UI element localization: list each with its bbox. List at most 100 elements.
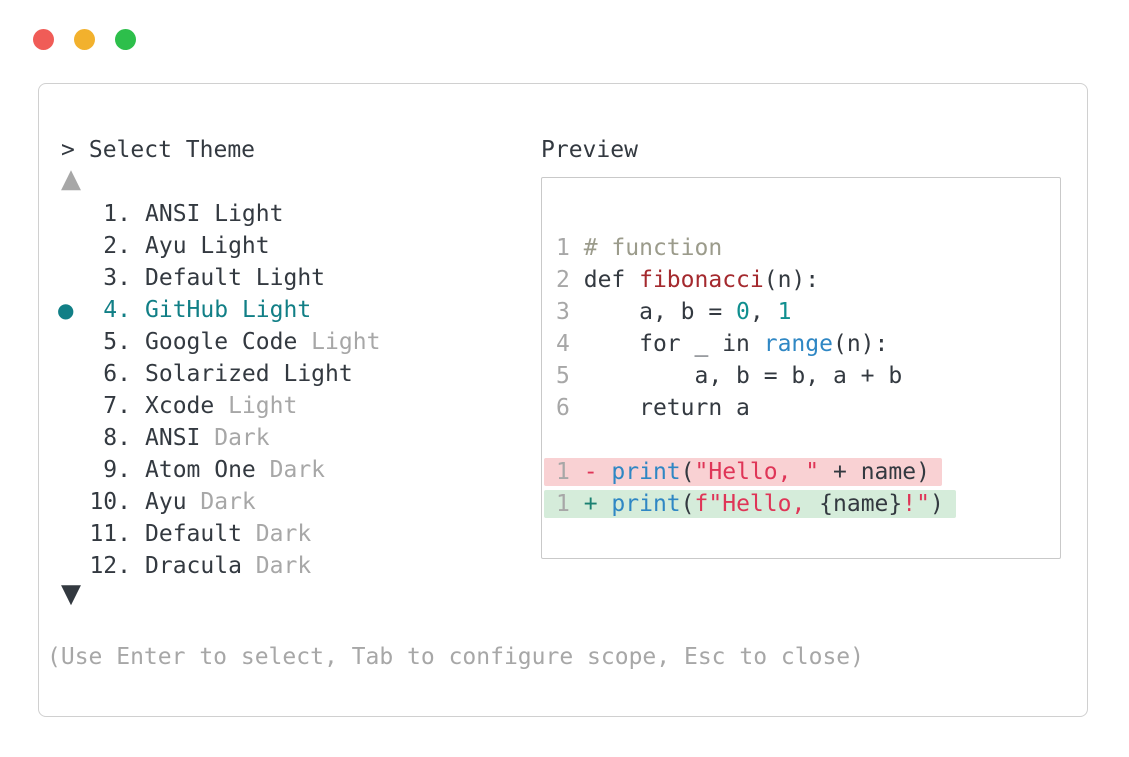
theme-variant: Light bbox=[228, 297, 312, 323]
theme-variant: Light bbox=[269, 361, 353, 387]
theme-name: Atom One bbox=[145, 457, 256, 483]
theme-option-default-dark[interactable]: 11. Default Dark bbox=[39, 518, 1087, 550]
token-text: (n): bbox=[763, 267, 820, 293]
theme-option-atom-one-dark[interactable]: 9.Atom One Dark bbox=[39, 454, 1087, 486]
dialog-title: Select Theme bbox=[88, 137, 256, 163]
token-builtin: print bbox=[611, 459, 681, 485]
theme-number: 6. bbox=[103, 361, 131, 387]
selected-item-bullet-icon: ● bbox=[57, 298, 75, 322]
line-number: 2 bbox=[556, 267, 570, 293]
code-line: 4 for _ in range(n): bbox=[556, 328, 1060, 360]
theme-number: 3. bbox=[103, 265, 131, 291]
theme-number: 7. bbox=[103, 393, 131, 419]
diff-highlight-band: 1 - print("Hello, " + name) bbox=[544, 458, 942, 486]
line-number: 1 bbox=[556, 459, 570, 485]
theme-option-xcode-light[interactable]: 7. Xcode Light bbox=[39, 390, 1087, 422]
code-line: 3 a, b = 0, 1 bbox=[556, 296, 1060, 328]
theme-name: ANSI bbox=[145, 425, 201, 451]
token-text: {name} bbox=[819, 491, 903, 517]
help-hint: (Use Enter to select, Tab to configure s… bbox=[47, 644, 864, 670]
token-plus: + bbox=[583, 491, 612, 517]
theme-name: GitHub bbox=[145, 297, 229, 323]
theme-option-dracula-dark[interactable]: 12. Dracula Dark bbox=[39, 550, 1087, 582]
scroll-up-icon[interactable]: ▲ bbox=[61, 164, 81, 194]
token-function: fibonacci bbox=[639, 267, 764, 293]
theme-variant: Light bbox=[214, 393, 298, 419]
token-string: !" bbox=[902, 491, 930, 517]
theme-variant: Light bbox=[297, 329, 381, 355]
theme-variant: Dark bbox=[241, 521, 312, 547]
line-number: 3 bbox=[556, 299, 570, 325]
token-text: ( bbox=[680, 459, 695, 485]
theme-name: Solarized bbox=[145, 361, 270, 387]
blank-line bbox=[556, 424, 1060, 456]
theme-variant: Light bbox=[200, 201, 284, 227]
token-text: , bbox=[749, 299, 778, 325]
prompt-line: > Select Theme bbox=[61, 134, 255, 166]
token-number: 1 bbox=[777, 299, 792, 325]
theme-variant: Dark bbox=[241, 553, 312, 579]
token-text: return a bbox=[583, 395, 750, 421]
theme-number: 2. bbox=[103, 233, 131, 259]
theme-number: 10. bbox=[89, 489, 131, 515]
line-number: 6 bbox=[556, 395, 570, 421]
line-number: 5 bbox=[556, 363, 570, 389]
theme-number: 11. bbox=[89, 521, 131, 547]
line-number: 1 bbox=[556, 491, 570, 517]
theme-option-ansi-light[interactable]: 1.ANSI Light bbox=[39, 198, 1087, 230]
minimize-button[interactable] bbox=[74, 29, 95, 50]
line-number: 4 bbox=[556, 331, 570, 357]
theme-variant: Dark bbox=[186, 489, 256, 515]
theme-name: Google Code bbox=[145, 329, 298, 355]
zoom-button[interactable] bbox=[115, 29, 136, 50]
theme-option-ayu-dark[interactable]: 10. Ayu Dark bbox=[39, 486, 1087, 518]
close-button[interactable] bbox=[33, 29, 54, 50]
theme-option-google-code-light[interactable]: 5. Google Code Light bbox=[39, 326, 1087, 358]
token-builtin: print bbox=[611, 491, 681, 517]
preview-label: Preview bbox=[541, 137, 638, 163]
theme-name: Ayu bbox=[145, 233, 187, 259]
theme-number: 9. bbox=[103, 457, 131, 483]
code-line: 2 def fibonacci(n): bbox=[556, 264, 1060, 296]
theme-number: 1. bbox=[103, 201, 131, 227]
theme-number: 5. bbox=[103, 329, 131, 355]
theme-name: Dracula bbox=[145, 553, 242, 579]
token-text: a, b = bbox=[583, 299, 737, 325]
theme-name: Xcode bbox=[145, 393, 215, 419]
theme-option-github-light[interactable]: ● 4. GitHub Light bbox=[39, 294, 1087, 326]
code-line: 5 a, b = b, a + b bbox=[556, 360, 1060, 392]
token-comment: # function bbox=[583, 235, 723, 261]
diff-line-added: 1 + print(f"Hello, {name}!") bbox=[544, 488, 1060, 520]
code-line: 6 return a bbox=[556, 392, 1060, 424]
theme-name: Default bbox=[145, 265, 242, 291]
theme-name: Default bbox=[145, 521, 242, 547]
token-number: 0 bbox=[736, 299, 750, 325]
token-text: (n): bbox=[832, 331, 889, 357]
diff-highlight-band: 1 + print(f"Hello, {name}!") bbox=[544, 490, 956, 518]
token-builtin: range bbox=[763, 331, 833, 357]
window-controls bbox=[33, 29, 136, 50]
scroll-down-icon[interactable]: ▼ bbox=[61, 579, 81, 609]
prompt-marker-icon: > bbox=[61, 137, 75, 163]
theme-option-ayu-light[interactable]: 2. Ayu Light bbox=[39, 230, 1087, 262]
theme-number: 8. bbox=[103, 425, 131, 451]
theme-number: 12. bbox=[89, 553, 131, 579]
token-text: def bbox=[583, 267, 640, 293]
token-text: ( bbox=[680, 491, 695, 517]
code-line: 1 # function bbox=[556, 232, 1060, 264]
token-string: "Hello, " bbox=[694, 459, 820, 485]
theme-number: 4. bbox=[103, 297, 131, 323]
token-text: a, b = b, a + b bbox=[583, 363, 903, 389]
token-text: ) bbox=[929, 491, 944, 517]
theme-option-default-light[interactable]: 3.Default Light bbox=[39, 262, 1087, 294]
theme-variant: Dark bbox=[200, 425, 270, 451]
theme-option-ansi-dark[interactable]: 8. ANSI Dark bbox=[39, 422, 1087, 454]
theme-variant: Light bbox=[186, 233, 270, 259]
theme-name: Ayu bbox=[145, 489, 187, 515]
token-minus: - bbox=[583, 459, 612, 485]
theme-option-solarized-light[interactable]: 6. Solarized Light bbox=[39, 358, 1087, 390]
